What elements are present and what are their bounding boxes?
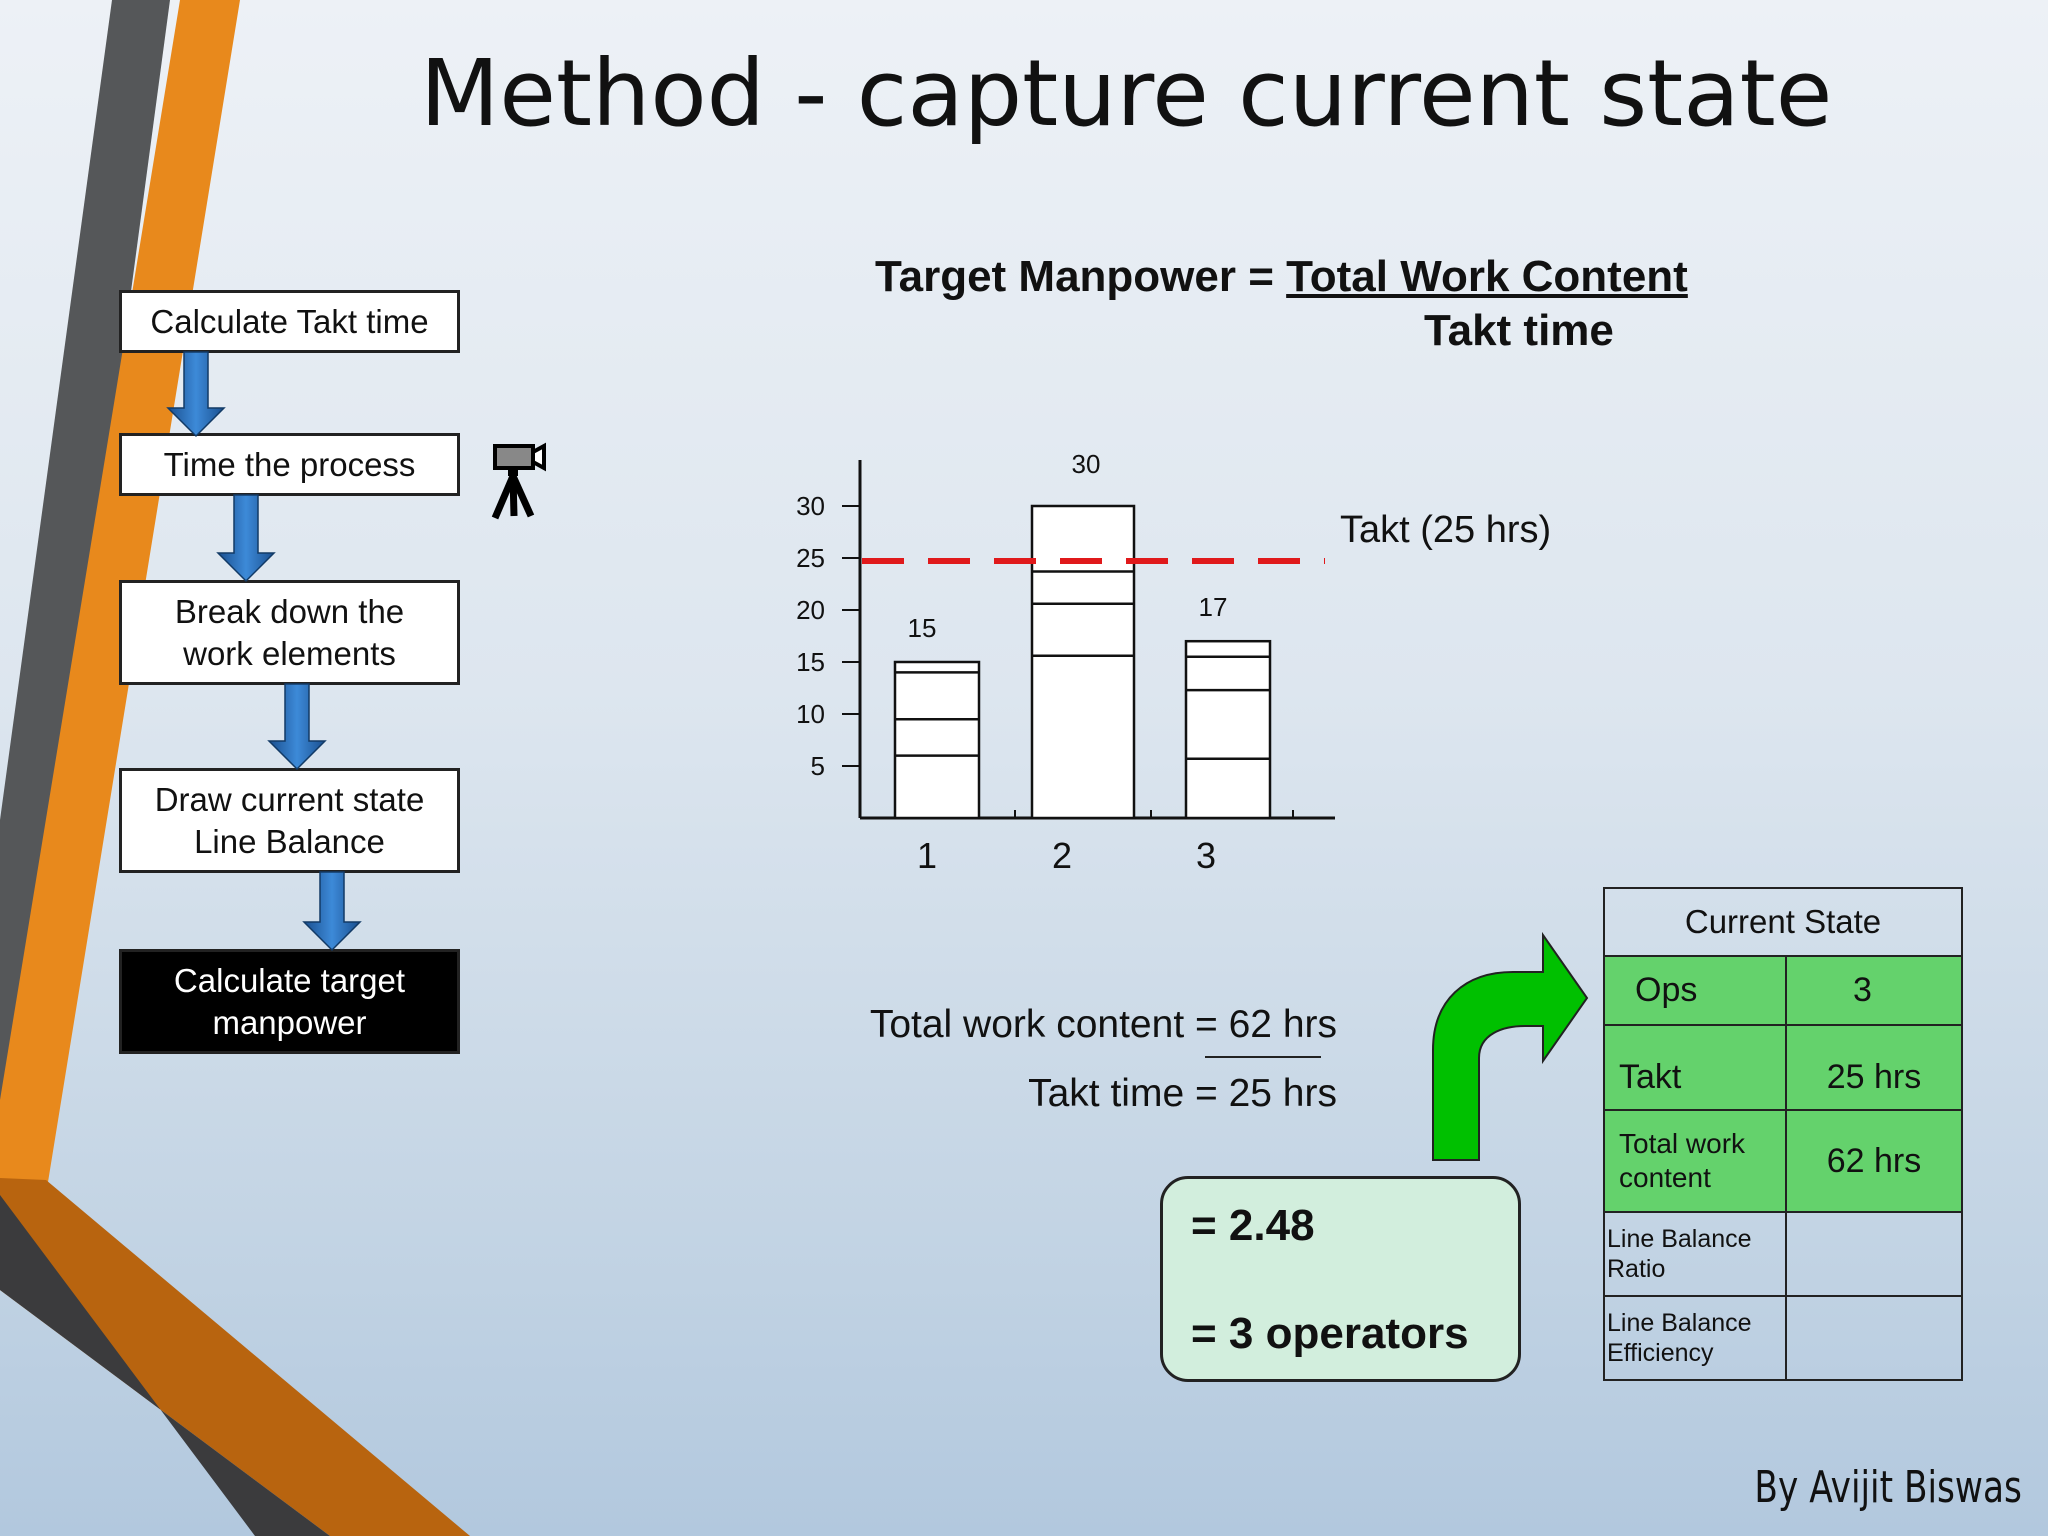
bar bbox=[1184, 639, 1272, 820]
bar-value-label: 17 bbox=[1199, 592, 1228, 622]
x-category-label: 1 bbox=[917, 835, 937, 876]
flow-step-label: Calculate Takt time bbox=[150, 302, 429, 340]
table-row-ops: Ops 3 bbox=[1603, 955, 1963, 1026]
flow-step-label: Draw current state Line Balance bbox=[154, 781, 425, 860]
table-row-line-balance-ratio: Line Balance Ratio bbox=[1603, 1211, 1963, 1297]
formula-lhs: Target Manpower = bbox=[875, 252, 1287, 301]
result-box: = 2.48 = 3 operators bbox=[1160, 1176, 1521, 1382]
calc-takt-time: Takt time = 25 hrs bbox=[1028, 1072, 1337, 1115]
current-state-table: Current State Ops 3 Takt 25 hrs Total wo… bbox=[1603, 887, 1963, 1381]
table-value bbox=[1785, 1295, 1963, 1381]
result-operators: = 3 operators bbox=[1191, 1309, 1469, 1358]
formula-denominator: Takt time bbox=[1424, 306, 1614, 355]
flow-step-label: Break down the work elements bbox=[174, 593, 405, 672]
slide-title: Method - capture current state bbox=[420, 40, 1833, 147]
result-ratio: = 2.48 bbox=[1191, 1201, 1315, 1250]
flow-step-calculate-takt: Calculate Takt time bbox=[119, 290, 460, 353]
table-label: Line Balance Ratio bbox=[1603, 1211, 1787, 1297]
flow-step-draw-line-balance: Draw current state Line Balance bbox=[119, 768, 460, 873]
y-tick-label: 25 bbox=[796, 543, 825, 573]
table-row-total-work: Total work content 62 hrs bbox=[1603, 1109, 1963, 1213]
y-tick-label: 5 bbox=[811, 751, 825, 781]
flow-arrow-down-icon bbox=[166, 351, 226, 438]
flow-step-time-process: Time the process bbox=[119, 433, 460, 496]
flow-arrow-down-icon bbox=[216, 494, 276, 583]
flow-step-label: Calculate target manpower bbox=[173, 962, 406, 1041]
table-value: 3 bbox=[1785, 955, 1963, 1026]
flow-arrow-down-icon bbox=[302, 871, 362, 952]
flow-step-target-manpower: Calculate target manpower bbox=[119, 949, 460, 1054]
table-row-takt: Takt 25 hrs bbox=[1603, 1024, 1963, 1111]
table-label: Takt bbox=[1603, 1024, 1787, 1111]
bar bbox=[893, 660, 981, 820]
flow-arrow-down-icon bbox=[267, 683, 327, 771]
bar-value-label: 15 bbox=[908, 613, 937, 643]
y-tick-label: 30 bbox=[796, 491, 825, 521]
camera-icon bbox=[491, 442, 546, 520]
calc-total-work-content: Total work content = 62 hrs bbox=[869, 1003, 1337, 1046]
formula-lhs-row: Target Manpower = Total Work Content bbox=[875, 252, 1688, 302]
y-tick-label: 10 bbox=[796, 699, 825, 729]
orange-stripe-bottom bbox=[0, 1178, 470, 1536]
x-category-label: 2 bbox=[1052, 835, 1072, 876]
line-balance-chart: 5 10 15 20 25 30 15 1 30 2 17 3 Takt (25 hrs) bbox=[796, 449, 1551, 876]
bar-value-label: 30 bbox=[1072, 449, 1101, 479]
bar bbox=[1030, 504, 1136, 820]
table-row-line-balance-efficiency: Line Balance Efficiency bbox=[1603, 1295, 1963, 1381]
author-credit: By Avijit Biswas bbox=[1754, 1462, 2022, 1513]
table-header: Current State bbox=[1603, 887, 1963, 957]
flow-step-label: Time the process bbox=[163, 445, 416, 483]
x-category-label: 3 bbox=[1196, 835, 1216, 876]
table-label: Total work content bbox=[1603, 1109, 1787, 1213]
table-value: 25 hrs bbox=[1785, 1024, 1963, 1111]
table-label: Ops bbox=[1603, 955, 1787, 1026]
table-value: 62 hrs bbox=[1785, 1109, 1963, 1213]
y-tick-label: 15 bbox=[796, 647, 825, 677]
takt-reference-label: Takt (25 hrs) bbox=[1340, 509, 1551, 551]
table-label: Line Balance Efficiency bbox=[1603, 1295, 1787, 1381]
green-curved-arrow-icon bbox=[1432, 931, 1589, 1161]
y-tick-label: 20 bbox=[796, 595, 825, 625]
table-value bbox=[1785, 1211, 1963, 1297]
formula-numerator: Total Work Content bbox=[1286, 252, 1688, 301]
calc-divider bbox=[1205, 1056, 1321, 1058]
